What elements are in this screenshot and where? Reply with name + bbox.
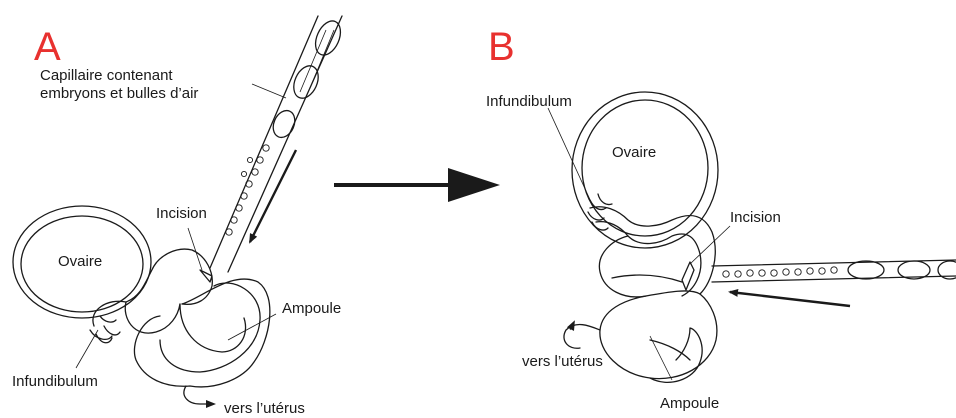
uterus-a-label: vers l’utérus [224, 400, 305, 417]
capillary-label-line2: embryons et bulles d’air [40, 85, 198, 102]
ovary-a-label: Ovaire [58, 253, 102, 270]
infundibulum-a-label: Infundibulum [12, 373, 98, 390]
capillary-label: Capillaire contenant embryons et bulles … [40, 67, 198, 102]
transition-arrow-head [448, 168, 500, 202]
insertion-arrow-a [250, 150, 296, 242]
leader-capillary-a [252, 84, 286, 98]
capillary-a [210, 16, 345, 272]
ampoule-a-label: Ampoule [282, 300, 341, 317]
leader-incision-b [690, 226, 730, 264]
incision-b-label: Incision [730, 209, 781, 226]
ampoule-b-label: Ampoule [660, 395, 719, 412]
leader-infundibulum-a [76, 330, 98, 368]
infundibulum-b-label: Infundibulum [486, 93, 572, 110]
ovary-b-label: Ovaire [612, 144, 656, 161]
capillary-label-line1: Capillaire contenant [40, 67, 173, 84]
panel-a-letter: A [34, 25, 61, 69]
leader-infundibulum-b [548, 108, 592, 204]
panel-b-letter: B [488, 25, 515, 69]
incision-a-label: Incision [156, 205, 207, 222]
panel-b-drawing: Ovaire [548, 92, 956, 382]
capillary-b [712, 260, 956, 282]
uterus-b-label: vers l’utérus [522, 353, 603, 370]
insertion-arrow-b [730, 292, 850, 306]
oviduct-a [90, 249, 270, 404]
